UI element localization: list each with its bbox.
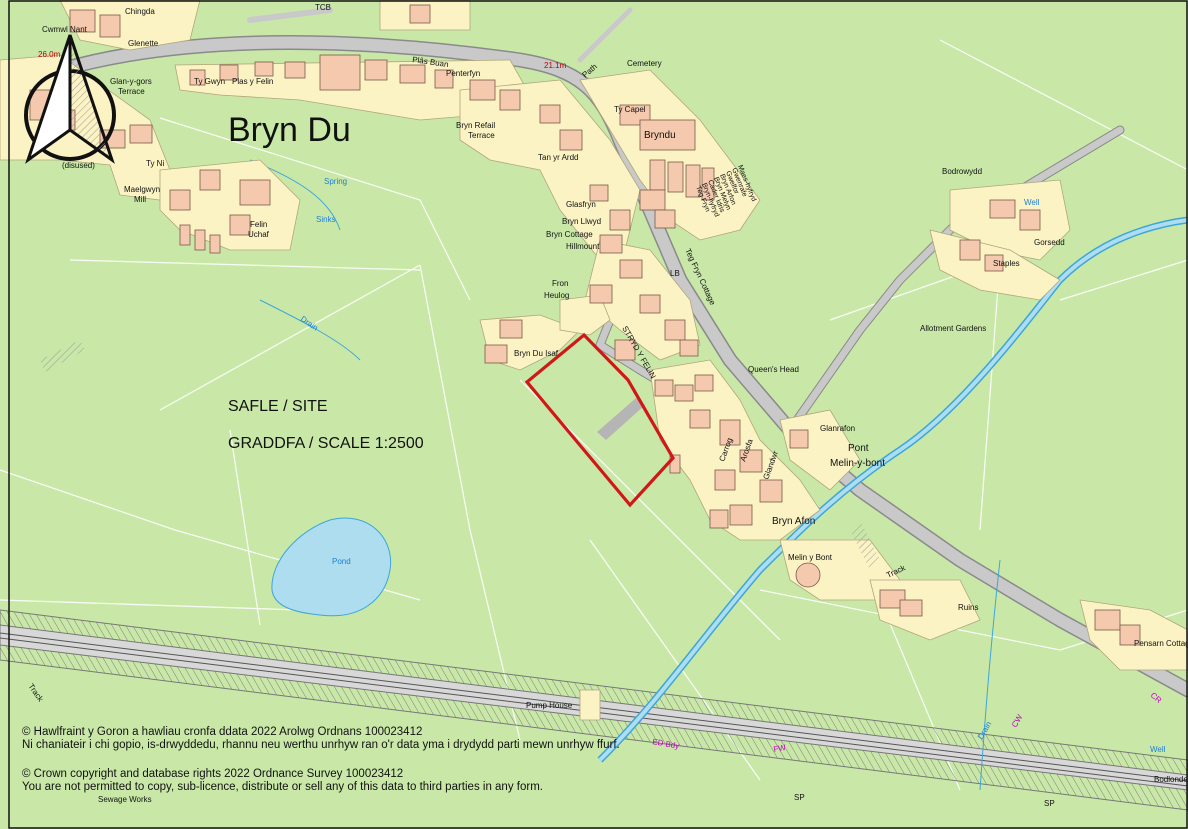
access-strip (597, 398, 645, 440)
label-glenette: Glenette (128, 39, 159, 48)
scale-text: GRADDFA / SCALE 1:2500 (228, 435, 424, 452)
site-boundary[interactable] (524, 332, 675, 508)
label-maelgwyn: Maelgwyn (124, 185, 160, 194)
label-bryn-refail: Bryn Refail (456, 121, 495, 130)
label-bryn-cottage: Bryn Cottage (546, 230, 593, 239)
label-lb: LB (670, 269, 680, 278)
label-bryndu: Bryndu (644, 130, 676, 141)
label-ruins: Ruins (958, 603, 978, 612)
hatched-tracks (40, 340, 880, 570)
label-bodrowydd: Bodrowydd (942, 167, 982, 176)
label-disused: (disused) (62, 161, 95, 170)
label-hillmount: Hillmount (566, 242, 600, 251)
label-glasfryn: Glasfryn (566, 200, 596, 209)
label-spot-height-2: 21.1m (544, 61, 567, 70)
label-tan-yr-ardd: Tan yr Ardd (538, 153, 578, 162)
label-felin: Felin (250, 220, 267, 229)
label-fron: Fron (552, 279, 568, 288)
copyright-welsh-line1: © Hawlfraint y Goron a hawliau cronfa dd… (22, 726, 422, 738)
watercourses (249, 159, 1188, 791)
label-pont: Pont (848, 443, 869, 454)
copyright-english-line2: You are not permitted to copy, sub-licen… (22, 781, 543, 793)
map-frame (8, 0, 1188, 829)
label-well-2: Well (1150, 745, 1166, 754)
copyright-welsh-line2: Ni chaniateir i chi gopio, is-drwyddedu,… (22, 739, 620, 751)
roundabout (795, 562, 821, 588)
label-bryn-llwyd: Bryn Llwyd (562, 217, 601, 226)
label-fw: FW (773, 743, 787, 754)
label-bodlondeb: Bodlondeb (1154, 775, 1188, 784)
label-spot-height-1: 26.0m (38, 50, 61, 59)
label-chingda: Chingda (125, 7, 155, 16)
label-melin-y-bont-small: Melin y Bont (788, 553, 833, 562)
label-sp-2: SP (1044, 799, 1055, 808)
label-pump-house: Pump House (526, 701, 573, 710)
label-cemetery: Cemetery (627, 59, 662, 68)
label-melin-y-bont: Melin-y-bont (830, 458, 885, 469)
copyright-english-line1: © Crown copyright and database rights 20… (22, 768, 403, 780)
label-heulog: Heulog (544, 291, 569, 300)
pond (271, 517, 392, 617)
label-allotment-gardens: Allotment Gardens (920, 324, 986, 333)
label-plas-y-felin: Plas y Felin (232, 77, 273, 86)
place-title: Bryn Du (228, 111, 351, 149)
label-glan-y-gors: Glan-y-gors (110, 77, 152, 86)
label-sp-1: SP (794, 793, 805, 802)
label-gorsedd: Gorsedd (1034, 238, 1065, 247)
copyright-block: © Hawlfraint y Goron a hawliau cronfa dd… (22, 726, 620, 793)
label-well-1: Well (1024, 198, 1040, 207)
label-bryn-refail-terrace: Terrace (468, 131, 495, 140)
buildings (29, 4, 1141, 646)
label-ty-capel: Ty Capel (614, 105, 646, 114)
site-title: SAFLE / SITE (228, 398, 328, 415)
label-cwmwl-nant: Cwmwl Nant (42, 25, 88, 34)
label-pensarn-cottage: Pensarn Cottage (1134, 639, 1188, 648)
label-penterfyn: Penterfyn (446, 69, 480, 78)
label-queens-head: Queen's Head (748, 365, 799, 374)
label-pond: Pond (332, 557, 351, 566)
label-ty-ni: Ty Ni (146, 159, 164, 168)
label-terrace: Terrace (118, 87, 145, 96)
label-tcb: TCB (315, 3, 331, 12)
label-bryn-du-isaf: Bryn Du Isaf (514, 349, 559, 358)
label-glanrafon: Glanrafon (820, 424, 855, 433)
label-ty-gwyn: Ty Gwyn (194, 77, 225, 86)
label-bryn-afon: Bryn Afon (772, 516, 815, 527)
label-staples: Staples (993, 259, 1020, 268)
label-spring: Spring (324, 177, 347, 186)
label-mill: Mill (134, 195, 146, 204)
label-uchaf: Uchaf (248, 230, 270, 239)
label-sewage-works: Sewage Works (98, 795, 152, 804)
north-arrow-icon (24, 34, 116, 164)
label-sinks: Sinks (316, 215, 336, 224)
